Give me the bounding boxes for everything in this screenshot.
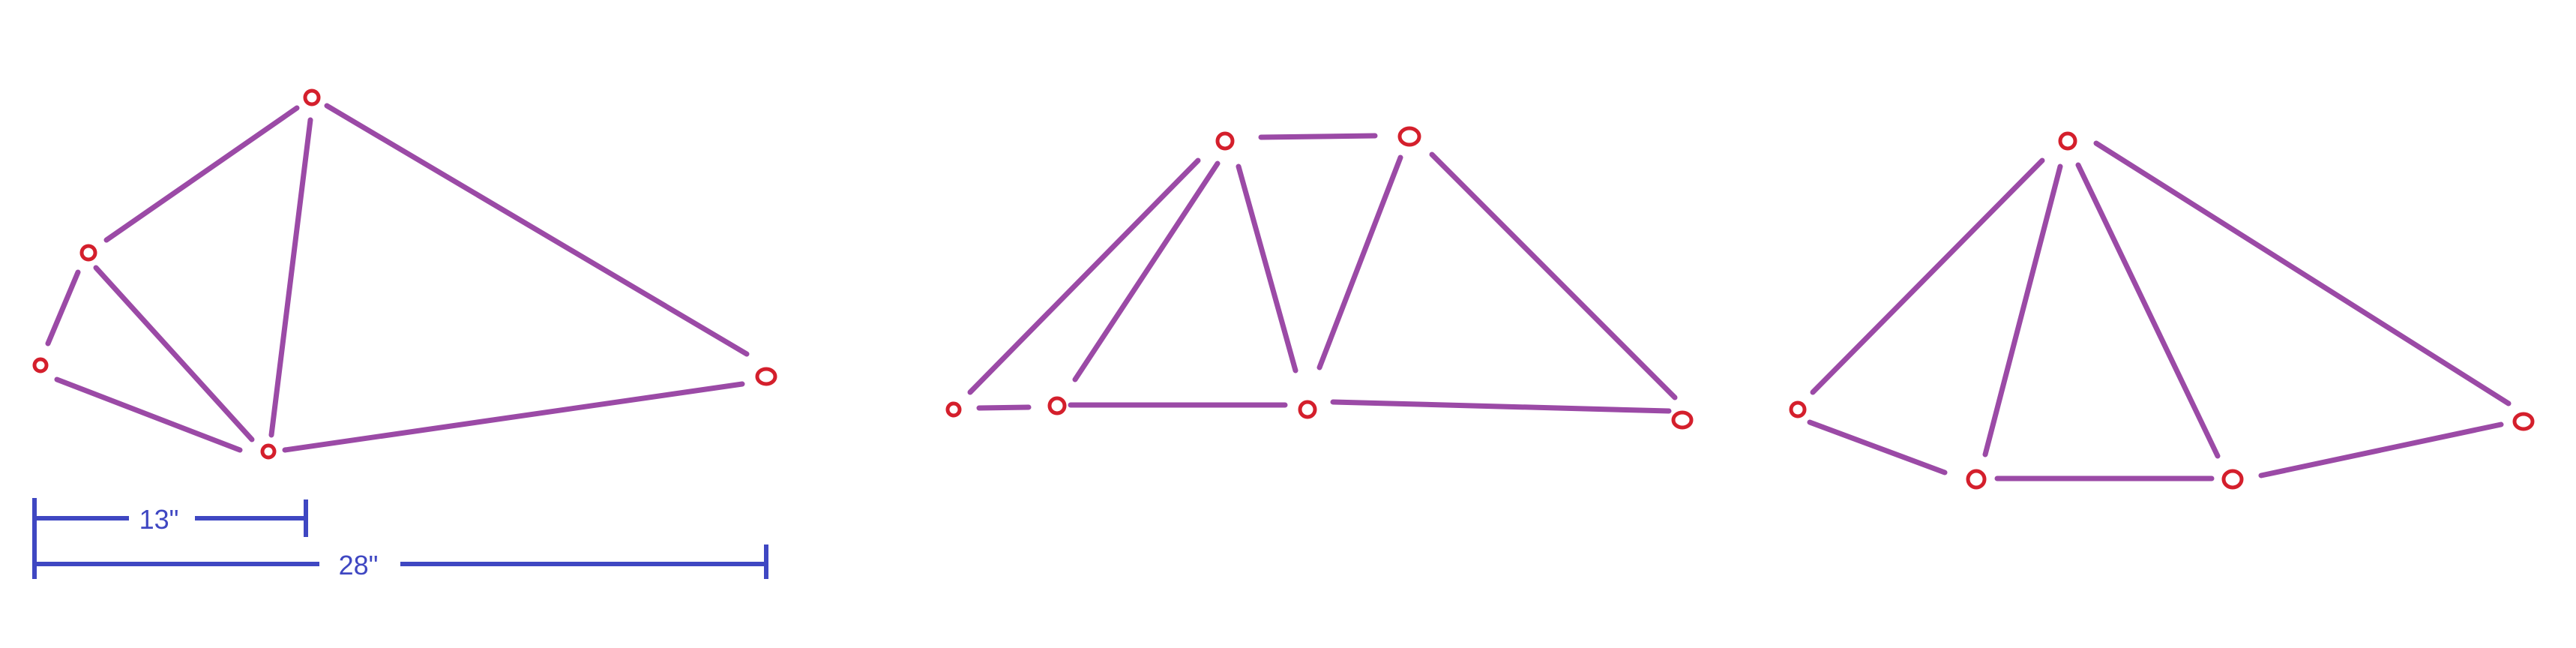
- truss-3-member: [2075, 162, 2221, 459]
- truss-1-member: [268, 117, 313, 438]
- truss-2-member: [1072, 160, 1221, 382]
- truss-2-nodes: [945, 126, 1694, 430]
- truss-1-member: [45, 269, 81, 346]
- truss-2-member: [967, 158, 1201, 395]
- truss-3-member: [2093, 140, 2512, 406]
- dimension-label-13: 13": [139, 504, 179, 535]
- truss-3-node: [2221, 469, 2244, 490]
- dimension-label-28: 28": [339, 550, 379, 580]
- truss-3-node: [2512, 412, 2535, 431]
- truss-1: [32, 88, 777, 460]
- truss-3-member: [1807, 419, 1948, 476]
- truss-1-member: [324, 103, 750, 357]
- truss-2: [945, 126, 1694, 430]
- truss-2-member: [1316, 154, 1403, 370]
- truss-1-node: [32, 357, 49, 374]
- truss-3-node: [2058, 131, 2077, 151]
- truss-3-node: [1966, 469, 1987, 490]
- truss-2-member: [1258, 133, 1378, 140]
- truss-2-member: [976, 404, 1032, 411]
- truss-2-member: [1330, 399, 1672, 414]
- truss-1-member: [282, 381, 745, 453]
- truss-3-member: [1982, 164, 2063, 458]
- truss-1-member: [54, 376, 243, 453]
- truss-2-node: [1215, 131, 1235, 151]
- truss-1-node: [260, 443, 277, 460]
- truss-3-member: [1810, 158, 2045, 395]
- truss-3-members: [1807, 140, 2512, 482]
- truss-1-node: [303, 88, 321, 106]
- dimension-lines: 13" 28": [32, 498, 768, 580]
- truss-2-member: [1236, 164, 1298, 374]
- truss-1-node: [755, 367, 777, 386]
- truss-1-node: [79, 244, 97, 262]
- truss-3-nodes: [1789, 131, 2535, 490]
- truss-2-node: [1397, 126, 1421, 147]
- truss-2-node: [1671, 410, 1694, 430]
- truss-3-member: [2258, 422, 2504, 478]
- truss-1-member: [103, 105, 300, 243]
- truss-1-nodes: [32, 88, 777, 460]
- truss-1-members: [45, 103, 750, 453]
- truss-3: [1789, 131, 2535, 490]
- truss-2-node: [1298, 400, 1317, 419]
- truss-2-members: [967, 133, 1678, 414]
- truss-2-member: [1429, 152, 1678, 400]
- truss-3-node: [1789, 400, 1807, 418]
- truss-1-member: [93, 265, 255, 442]
- truss-2-node: [1047, 396, 1067, 416]
- truss-2-node: [945, 401, 962, 418]
